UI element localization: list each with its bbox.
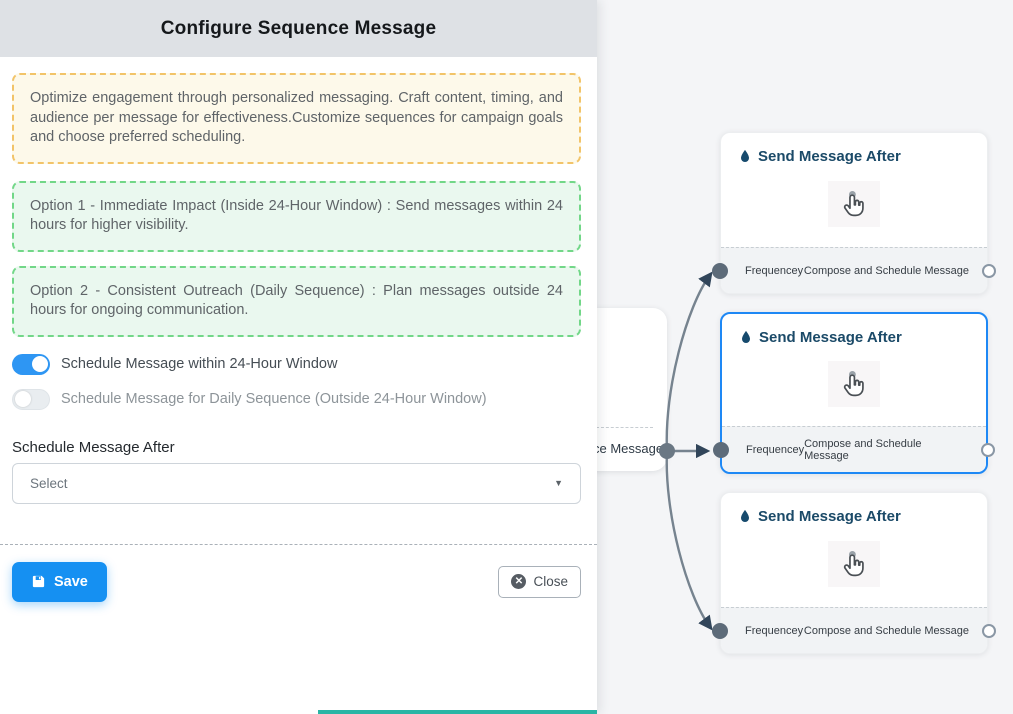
toggle-daily-sequence[interactable] bbox=[12, 388, 50, 410]
hand-pointer-icon[interactable] bbox=[828, 361, 880, 407]
send-message-node-2-selected[interactable]: Send Message After Frequencey Compose an… bbox=[713, 312, 995, 474]
droplet-icon bbox=[741, 509, 749, 522]
node-2-footer: Frequencey Compose and Schedule Message bbox=[713, 426, 995, 472]
flow-edges bbox=[659, 271, 713, 631]
node-2-body bbox=[722, 346, 986, 426]
node-3-footer: Frequencey Compose and Schedule Message bbox=[712, 607, 996, 653]
schedule-after-select[interactable]: Select ▼ bbox=[12, 462, 581, 504]
partial-node-divider bbox=[547, 427, 653, 428]
select-value: Select bbox=[30, 475, 68, 491]
save-button-label: Save bbox=[54, 573, 88, 590]
toggle-24hour-window[interactable] bbox=[12, 353, 50, 375]
schedule-after-label: Schedule Message After bbox=[12, 438, 175, 456]
node-3-source-handle[interactable] bbox=[982, 623, 996, 638]
node-3-target-handle[interactable] bbox=[712, 622, 728, 639]
hand-pointer-icon[interactable] bbox=[828, 181, 880, 227]
flow-canvas[interactable]: ce Message Send Message After bbox=[537, 0, 1013, 714]
node-3-compose-label[interactable]: Compose and Schedule Message bbox=[803, 624, 969, 637]
node-2-frequency-label[interactable]: Frequencey bbox=[746, 443, 805, 456]
edge-to-node-1 bbox=[665, 271, 713, 452]
info-note: Optimize engagement through personalized… bbox=[12, 73, 581, 164]
source-handle bbox=[659, 443, 675, 459]
floppy-disk-icon bbox=[32, 576, 45, 588]
node-1-footer: Frequencey Compose and Schedule Message bbox=[712, 247, 996, 293]
panel-footer: Save ✕ Close bbox=[12, 561, 581, 602]
node-1-frequency-label[interactable]: Frequencey bbox=[745, 264, 804, 277]
node-2-source-handle[interactable] bbox=[981, 442, 995, 457]
page-title: Configure Sequence Message bbox=[160, 17, 437, 39]
droplet-icon bbox=[742, 330, 750, 343]
node-3-body bbox=[721, 525, 987, 607]
toggle-row-24hour: Schedule Message within 24-Hour Window bbox=[12, 353, 581, 375]
node-2-target-handle[interactable] bbox=[713, 441, 729, 458]
partial-node-footer-text: ce Message bbox=[593, 441, 664, 456]
circle-x-icon: ✕ bbox=[511, 574, 527, 590]
close-button[interactable]: ✕ Close bbox=[498, 565, 581, 598]
send-message-node-1[interactable]: Send Message After Frequencey Compose an… bbox=[712, 132, 996, 294]
node-2-compose-label[interactable]: Compose and Schedule Message bbox=[804, 437, 922, 462]
droplet-icon bbox=[741, 149, 749, 162]
node-3-title: Send Message After bbox=[721, 493, 987, 525]
send-message-node-3[interactable]: Send Message After Frequencey Compose an… bbox=[712, 492, 996, 654]
option-2-note: Option 2 - Consistent Outreach (Daily Se… bbox=[12, 265, 581, 337]
save-button[interactable]: Save bbox=[12, 561, 107, 602]
configure-sequence-panel: Configure Sequence Message Optimize enga… bbox=[0, 0, 597, 714]
hand-pointer-icon[interactable] bbox=[828, 541, 880, 587]
node-2-title: Send Message After bbox=[722, 314, 986, 346]
node-1-compose-label[interactable]: Compose and Schedule Message bbox=[803, 264, 969, 277]
option-1-note: Option 1 - Immediate Impact (Inside 24-H… bbox=[12, 180, 581, 252]
chevron-down-icon: ▼ bbox=[554, 478, 563, 489]
node-1-body bbox=[721, 165, 987, 247]
node-1-title: Send Message After bbox=[721, 133, 987, 165]
node-3-frequency-label[interactable]: Frequencey bbox=[745, 624, 804, 637]
panel-header: Configure Sequence Message bbox=[0, 0, 597, 57]
edge-to-node-3 bbox=[665, 450, 713, 631]
toggle-row-daily: Schedule Message for Daily Sequence (Out… bbox=[12, 388, 581, 410]
bottom-teal-bar bbox=[318, 710, 597, 714]
close-button-label: Close bbox=[533, 574, 568, 590]
toggle-daily-label: Schedule Message for Daily Sequence (Out… bbox=[61, 391, 487, 408]
node-1-target-handle[interactable] bbox=[712, 262, 728, 279]
node-1-source-handle[interactable] bbox=[982, 263, 996, 278]
footer-divider bbox=[0, 543, 597, 545]
toggle-24hour-label: Schedule Message within 24-Hour Window bbox=[61, 356, 338, 373]
